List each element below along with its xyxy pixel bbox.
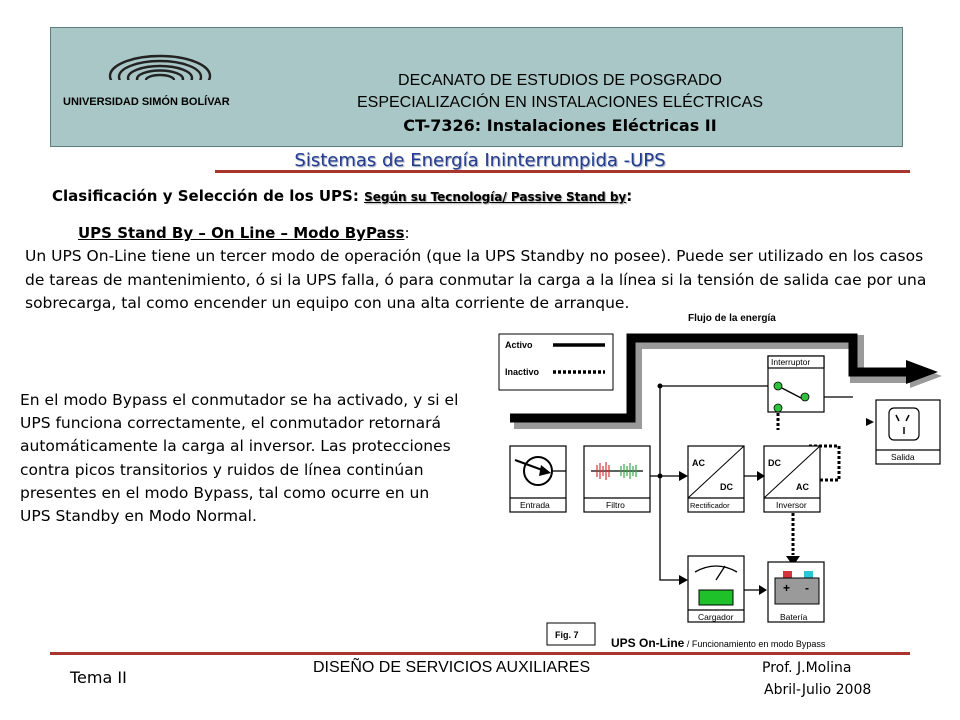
header-line-2: ESPECIALIZACIÓN EN INSTALACIONES ELÉCTRI… <box>356 94 764 111</box>
rectifier-label: Rectificador <box>690 501 730 510</box>
svg-text:DC: DC <box>768 458 781 468</box>
inverter-label: Inversor <box>776 500 807 510</box>
switch-contact-2 <box>773 403 783 413</box>
university-logo <box>104 54 216 96</box>
legend-inactive-label: Inactivo <box>505 367 540 377</box>
signal-arrows <box>679 418 874 585</box>
classification-label: Clasificación y Selección de los UPS <box>52 187 353 205</box>
classification-heading: Clasificación y Selección de los UPS: Se… <box>52 187 633 205</box>
svg-text:AC: AC <box>796 482 809 492</box>
professor-name: Prof. J.Molina <box>762 660 852 676</box>
paragraph-online-mode: Un UPS On-Line tiene un tercer modo de o… <box>25 247 927 312</box>
mode-heading: UPS Stand By – On Line – Modo ByPass: <box>78 224 410 242</box>
charger-box <box>687 555 745 623</box>
header-line-1: DECANATO DE ESTUDIOS DE POSGRADO <box>398 72 722 89</box>
filter-label: Filtro <box>606 500 625 510</box>
topic-label: Tema II <box>70 668 127 687</box>
slide-title: Sistemas de Energía Ininterrumpida -UPS <box>294 150 666 171</box>
inactive-paths <box>776 408 841 555</box>
figure-number: Fig. 7 <box>555 630 579 640</box>
paragraph-bypass-mode: En el modo Bypass el conmutador se ha ac… <box>20 391 459 526</box>
outlet-icon <box>888 407 920 441</box>
svg-text:DC: DC <box>720 482 733 492</box>
figure-caption: UPS On-Line / Funcionamiento en modo Byp… <box>611 636 826 650</box>
switch-contact-3 <box>800 392 810 402</box>
battery-icon <box>774 577 820 605</box>
figure-number-box <box>546 622 596 646</box>
energy-flow-path <box>510 333 942 429</box>
svg-text:AC: AC <box>692 458 705 468</box>
interruptor-label: Interruptor <box>771 357 810 367</box>
charger-gauge-icon <box>694 565 738 573</box>
filter-waveform-icon <box>591 462 643 480</box>
charger-label: Cargador <box>698 612 734 622</box>
rectifier-box <box>687 445 745 513</box>
svg-text:-: - <box>805 581 809 595</box>
term-date: Abril-Julio 2008 <box>764 682 872 698</box>
footer-rule <box>50 652 910 655</box>
ups-bypass-diagram: Flujo de la energía Activo Inactivo <box>498 313 942 650</box>
inverter-box <box>763 445 821 513</box>
classification-subtitle: Según su Tecnología/ Passive Stand by <box>364 190 627 204</box>
university-name: UNIVERSIDAD SIMÓN BOLÍVAR <box>63 96 230 108</box>
svg-text:+: + <box>783 581 790 595</box>
output-label: Salida <box>891 452 915 462</box>
mode-heading-text: UPS Stand By – On Line – Modo ByPass <box>78 224 405 242</box>
course-name: DISEÑO DE SERVICIOS AUXILIARES <box>313 659 591 676</box>
title-rule <box>215 170 910 173</box>
filter-box <box>583 445 651 513</box>
flow-label: Flujo de la energía <box>688 313 776 324</box>
course-code: CT-7326: Instalaciones Eléctricas II <box>403 116 717 135</box>
battery-label: Batería <box>780 612 808 622</box>
legend-active-label: Activo <box>505 340 533 350</box>
switch-contact-1 <box>773 381 783 391</box>
input-label: Entrada <box>520 500 550 510</box>
